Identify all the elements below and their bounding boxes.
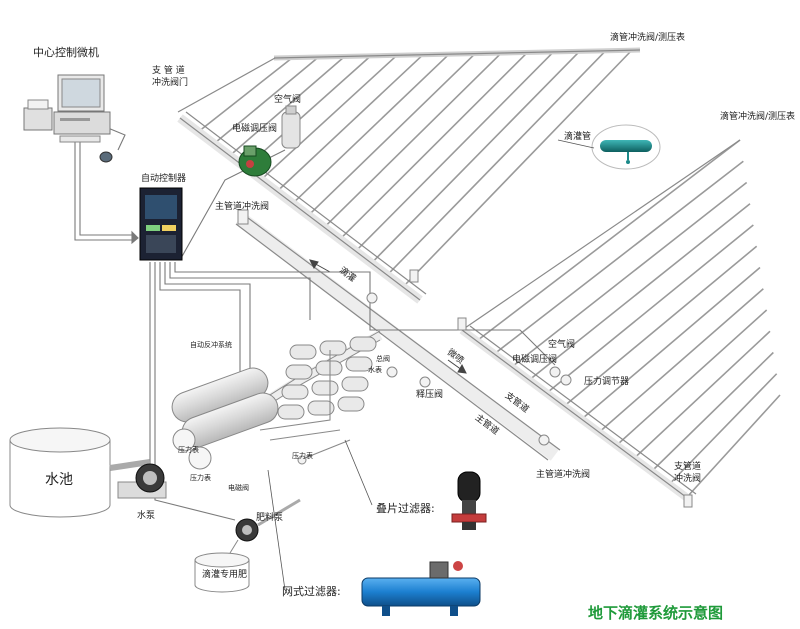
disc-filter-unit (341, 376, 369, 392)
lateral-line (512, 181, 748, 367)
label-pump: 水泵 (137, 511, 156, 521)
lateral-line (339, 51, 528, 240)
label-auto-backflush: 自动反冲系统 (190, 341, 232, 349)
label-drip-flush-gauge-right: 滴管冲洗阀/测压表 (720, 112, 796, 122)
disc-filter-unit (311, 380, 339, 396)
lateral-line (197, 57, 293, 133)
label-fertilizer: 滴灌专用肥 (202, 570, 248, 580)
label-relief-valve: 释压阀 (416, 390, 444, 400)
lateral-line (495, 160, 744, 354)
label-main-valve: 总阀 (376, 355, 390, 363)
lateral-line (547, 224, 754, 393)
sand-filter-tanks (171, 367, 279, 470)
computer-illustration (23, 74, 113, 163)
label-branch-flush-valve-bottom-2: 冲洗阀 (674, 474, 702, 484)
label-branch-flush-valve-bottom-1: 支管道 (674, 462, 702, 472)
disc-filter-illustration (344, 439, 487, 530)
lateral-line (244, 55, 371, 169)
disc-filter-unit (307, 400, 335, 416)
small-valves (237, 209, 693, 508)
lateral-line (634, 330, 771, 458)
label-pressure-regulator: 压力调节器 (584, 377, 630, 387)
lateral-line (402, 49, 633, 288)
auto-controller-illustration (139, 187, 183, 261)
lateral-line (477, 139, 741, 341)
lateral-line (292, 53, 450, 205)
label-branch-flush-valve-top-2: 冲洗阀门 (152, 78, 189, 88)
top-field-laterals (197, 49, 633, 288)
label-branch-flush-valve-top-1: 支 管 道 (152, 66, 185, 76)
lateral-line (213, 56, 319, 145)
disc-filter-unit (319, 340, 347, 356)
disc-filter-bank (277, 336, 377, 420)
label-main-flush-valve-bottom: 主管道冲洗阀 (536, 470, 591, 480)
lateral-line (652, 351, 774, 471)
disc-filter-unit (349, 336, 377, 352)
right-field-laterals (477, 139, 781, 497)
lateral-line (687, 394, 781, 497)
lateral-line (582, 266, 761, 419)
disc-filter-unit (289, 344, 317, 360)
label-disc-filter: 叠片过滤器: (376, 502, 435, 515)
screen-filter-illustration (267, 469, 481, 616)
label-solenoid-small: 电磁阀 (228, 484, 249, 492)
lateral-line (323, 52, 502, 228)
lateral-line (260, 54, 398, 181)
label-air-valve-mid: 空气阀 (548, 340, 576, 350)
diagram-title: 地下滴灌系统示意图 (588, 604, 724, 622)
lateral-line (599, 288, 764, 432)
label-auto-controller: 自动控制器 (141, 174, 187, 184)
disc-filter-unit (285, 364, 313, 380)
label-screen-filter: 网式过滤器: (282, 585, 341, 598)
fertilizer-tank-illustration (194, 539, 250, 593)
disc-filter-unit (281, 384, 309, 400)
label-pool: 水池 (45, 472, 73, 488)
flow-arrows (309, 259, 467, 374)
filter-manifold (259, 350, 351, 461)
top-field-manifold (177, 47, 641, 304)
lateral-line (386, 50, 607, 276)
label-pressure-gauge-1: 压力表 (178, 446, 199, 454)
drip-tube-illustration (557, 124, 661, 170)
fertilizer-pump-illustration (235, 498, 301, 542)
label-drip-tube: 滴灌管 (564, 132, 592, 142)
water-pool-illustration (9, 427, 111, 518)
right-field-manifold (459, 139, 741, 504)
disc-filter-unit (337, 396, 365, 412)
label-fertilizer-pump: 肥料泵 (256, 513, 284, 523)
label-pressure-gauge-2: 压力表 (190, 474, 211, 482)
lateral-line (370, 50, 581, 264)
lateral-line (530, 203, 751, 380)
label-water-meter: 水表 (368, 366, 382, 374)
disc-filter-unit (315, 360, 343, 376)
label-main-flush-valve-top: 主管道冲洗阀 (215, 202, 270, 212)
lateral-line (307, 53, 476, 217)
lateral-line (669, 373, 778, 484)
label-solenoid-valve-top: 电磁调压阀 (232, 124, 278, 134)
lateral-line (355, 51, 555, 252)
label-air-valve-top: 空气阀 (274, 95, 302, 105)
label-central-computer: 中心控制微机 (33, 46, 99, 59)
solenoid-valve-top-illustration (238, 145, 272, 177)
pump-illustration (109, 459, 167, 499)
disc-filter-unit (277, 404, 305, 420)
air-valve-top-illustration (281, 105, 301, 149)
label-solenoid-valve-mid: 电磁调压阀 (512, 355, 558, 365)
lateral-line (276, 54, 424, 193)
label-drip-flush-gauge-top: 滴管冲洗阀/测压表 (610, 33, 686, 43)
lateral-line (617, 309, 768, 445)
label-pressure-gauge-3: 压力表 (292, 452, 313, 460)
lateral-line (564, 245, 758, 406)
disc-filter-unit (345, 356, 373, 372)
